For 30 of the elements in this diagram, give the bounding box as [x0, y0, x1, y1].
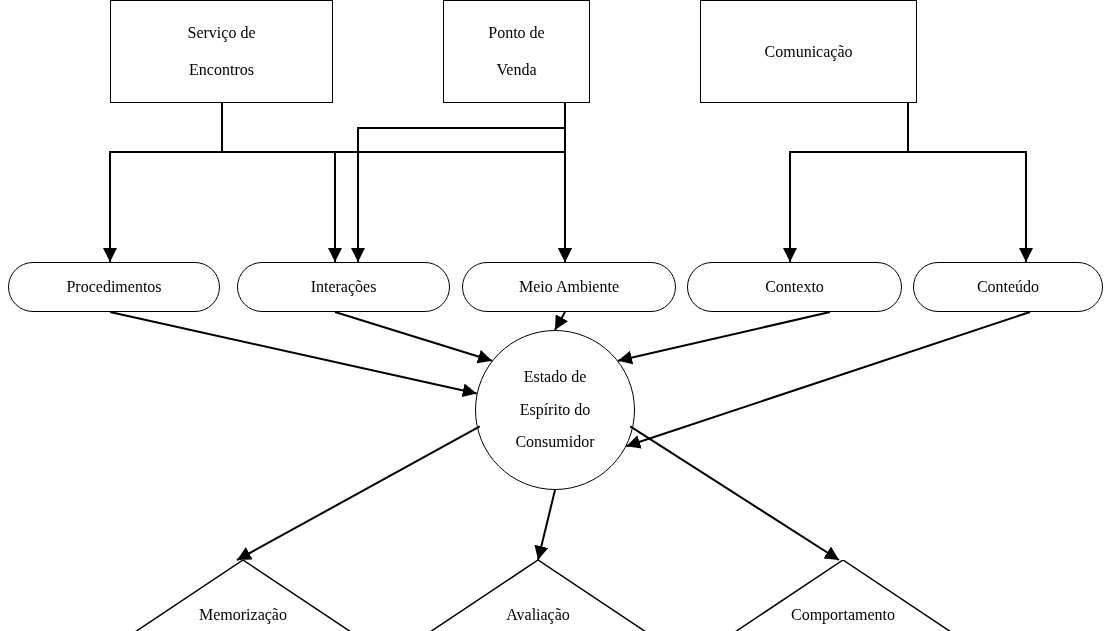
arrow: [236, 425, 481, 561]
node-label: Meio Ambiente: [519, 277, 619, 297]
process-box: [443, 0, 590, 103]
rounded-box: [913, 262, 1103, 312]
arrow: [334, 311, 493, 364]
arrow: [109, 311, 478, 398]
node-label: Comportamento: [790, 606, 896, 624]
rounded-box: [237, 262, 450, 312]
node-label: Estado de Espírito do Consumidor: [514, 366, 596, 453]
arrow: [625, 311, 1031, 449]
rounded-box: [687, 262, 902, 312]
node-label: Memorização: [198, 606, 288, 624]
node-label: Contexto: [765, 277, 824, 297]
node-label: Ponto de Venda: [487, 22, 546, 80]
rounded-box: [462, 262, 676, 312]
node-label: Conteúdo: [976, 277, 1040, 297]
node-label: Avaliação: [505, 606, 571, 624]
arrow: [907, 102, 1033, 263]
arrow: [617, 311, 831, 365]
process-box: [700, 0, 917, 103]
node-label: Interações: [310, 277, 377, 297]
node-label: Comunicação: [764, 41, 853, 62]
process-box: [110, 0, 333, 103]
arrow: [554, 311, 568, 331]
arrow: [534, 489, 556, 561]
arrow: [558, 102, 572, 263]
node-label: Procedimentos: [66, 277, 162, 297]
arrow: [629, 425, 840, 561]
node-label: Serviço de Encontros: [186, 22, 257, 80]
rounded-box: [8, 262, 220, 312]
